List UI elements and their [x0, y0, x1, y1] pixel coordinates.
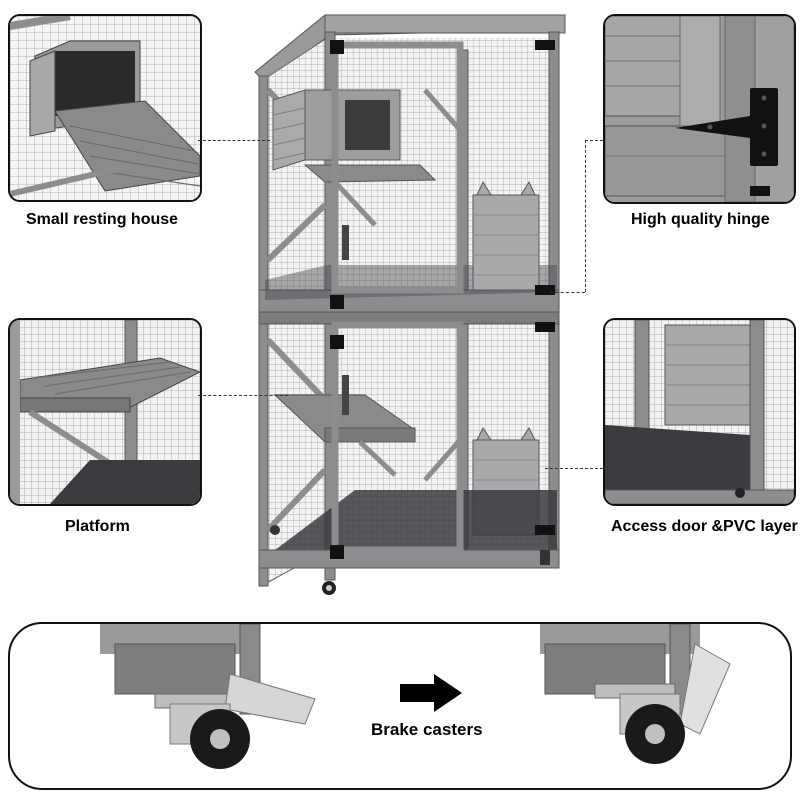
leader-line-resting-house [198, 140, 270, 141]
access-door-photo [605, 320, 794, 504]
access-door-caption: Access door &PVC layer [611, 518, 798, 535]
hinge-photo [605, 16, 794, 202]
leader-line-access-door [545, 468, 603, 469]
leader-line-hinge-bottom [550, 292, 585, 293]
resting-house-inset [8, 14, 202, 202]
hinge-caption: High quality hinge [631, 211, 770, 228]
leader-line-hinge-vertical [585, 140, 586, 292]
resting-house-caption: Small resting house [26, 211, 179, 228]
brake-casters-panel: Brake casters [8, 622, 792, 790]
access-door-inset [603, 318, 796, 506]
small-house-photo [10, 16, 200, 200]
leader-line-platform [198, 395, 288, 396]
cat-cage-product-illustration [254, 14, 566, 595]
hinge-inset [603, 14, 796, 204]
leader-line-hinge [585, 140, 603, 141]
platform-photo [10, 320, 200, 504]
caster-photo-locked [540, 624, 731, 764]
platform-caption: Platform [65, 518, 130, 535]
brake-casters-caption: Brake casters [371, 720, 483, 739]
platform-inset [8, 318, 202, 506]
caster-photo-unlocked [100, 624, 316, 769]
arrow-right-icon [400, 674, 462, 712]
